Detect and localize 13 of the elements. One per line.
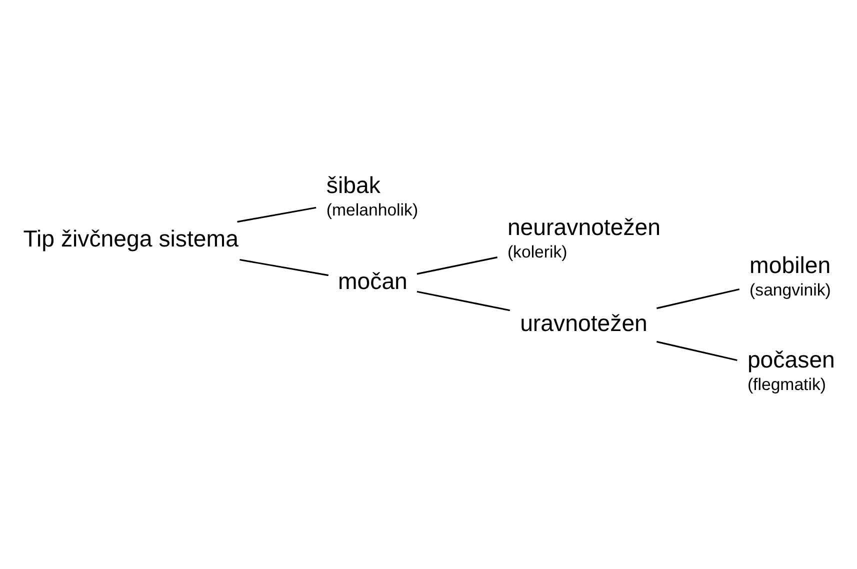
node-text: močan <box>338 267 408 294</box>
node-text: neuravnotežen (kolerik) <box>507 214 661 261</box>
node-text: mobilen (sangvinik) <box>750 252 831 299</box>
node-text: uravnotežen <box>520 309 648 336</box>
connector <box>237 206 316 222</box>
connector <box>240 258 329 276</box>
node-text: počasen (flegmatik) <box>747 346 835 394</box>
connector <box>656 340 738 361</box>
connector <box>416 256 498 274</box>
node-text: šibak (melanholik) <box>326 172 418 219</box>
connector <box>416 290 510 311</box>
connector <box>656 288 740 309</box>
node-text: Tip živčnega sistema <box>23 225 238 252</box>
